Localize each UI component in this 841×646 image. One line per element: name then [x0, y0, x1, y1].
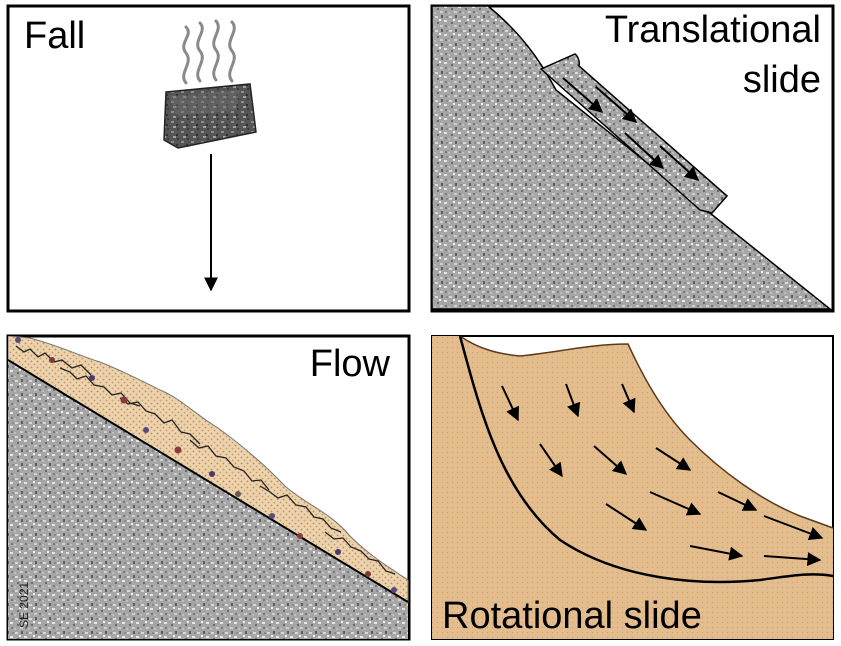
fall-label: Fall	[24, 15, 85, 57]
translational-label-line1: Translational	[605, 9, 821, 51]
ground-surface	[459, 335, 834, 529]
failure-surface	[458, 335, 834, 584]
slide-arrows	[562, 77, 700, 181]
flow-panel: Flow SE 2021	[6, 334, 411, 641]
debris-clasts	[15, 337, 397, 593]
fall-frame	[6, 4, 411, 313]
debris-particles	[15, 345, 396, 575]
fall-panel: Fall	[6, 4, 411, 313]
sliding-block	[539, 53, 729, 214]
flow-bed-contact	[8, 359, 409, 603]
translational-label-line2: slide	[743, 59, 821, 101]
bedrock-slope	[431, 5, 833, 310]
flow-label: Flow	[310, 343, 391, 385]
debris-flow-mass	[8, 336, 409, 603]
translational-panel: Translational slide	[430, 4, 835, 313]
rotational-panel: Rotational slide	[431, 335, 834, 640]
falling-rock	[163, 83, 257, 149]
rotation-arrows	[501, 383, 824, 567]
heat-lines-icon	[182, 19, 236, 85]
rotational-label: Rotational slide	[442, 595, 702, 637]
flow-bedrock	[8, 360, 408, 639]
credit-text: SE 2021	[17, 582, 31, 628]
slope-material	[432, 336, 833, 639]
